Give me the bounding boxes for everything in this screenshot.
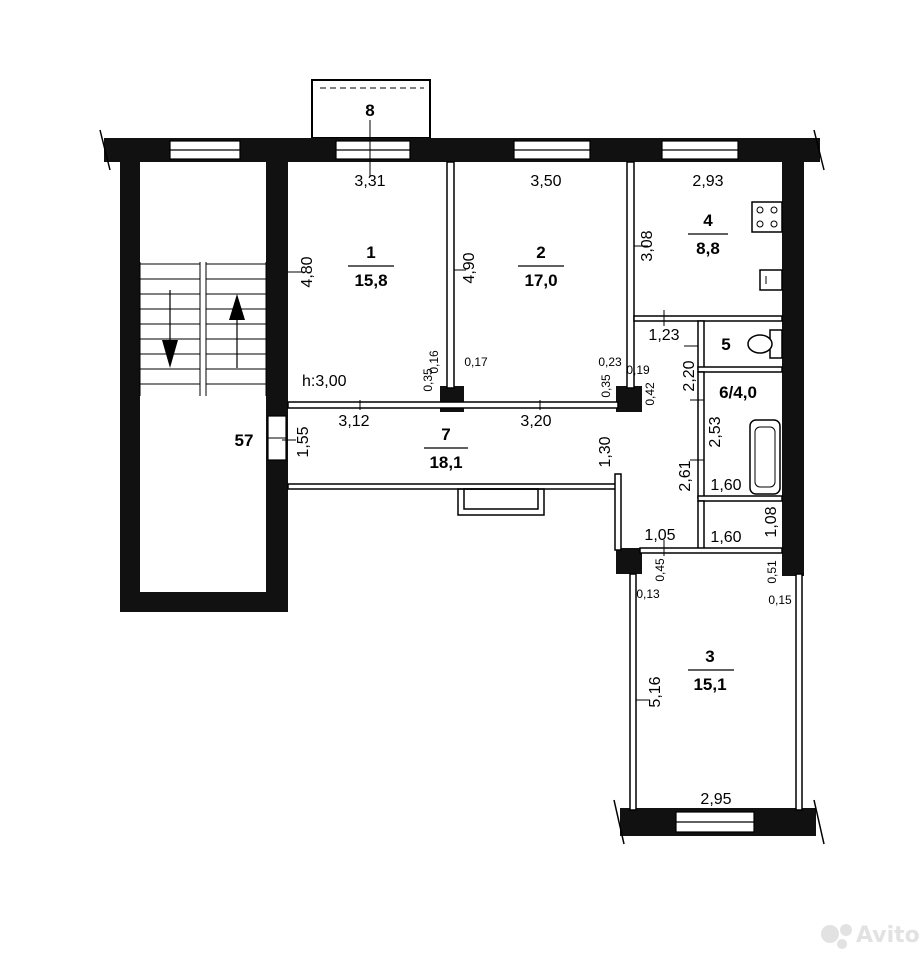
dimension-lines: [282, 120, 704, 701]
room-8-label: 8: [365, 101, 374, 120]
windows: [169, 140, 755, 833]
room-6-label: 6/4,0: [719, 383, 757, 402]
avito-watermark: Avito: [821, 923, 920, 949]
room-7-label: 7 18,1: [424, 425, 468, 472]
room-1-label: 1 15,8: [348, 243, 394, 290]
balcony: [311, 79, 431, 139]
svg-text:17,0: 17,0: [524, 271, 557, 290]
dim-wall-013: 0,13: [636, 587, 660, 601]
room-2-label: 2 17,0: [518, 243, 564, 290]
svg-text:18,1: 18,1: [429, 453, 462, 472]
dim-room4-width: 2,93: [692, 173, 723, 190]
dim-corridor-right: 1,30: [597, 436, 614, 467]
dim-room3-width: 2,95: [700, 791, 731, 808]
svg-text:3: 3: [705, 647, 714, 666]
svg-text:2: 2: [536, 243, 545, 262]
svg-text:1: 1: [366, 243, 375, 262]
dim-wall-017: 0,17: [464, 355, 488, 369]
room-5-label: 5: [721, 335, 730, 354]
svg-text:Avito: Avito: [856, 923, 920, 948]
svg-text:15,1: 15,1: [693, 675, 726, 694]
room-57-label: 57: [235, 431, 254, 450]
dim-wall-042: 0,42: [643, 382, 657, 406]
room-4-label: 4 8,8: [688, 211, 728, 258]
dim-small-height: 1,08: [763, 506, 780, 537]
stove-icon: [751, 201, 783, 233]
dim-room1-width: 3,31: [354, 173, 385, 190]
dim-wall-035a: 0,35: [421, 368, 435, 392]
dim-wall-016: 0,16: [427, 350, 441, 374]
ceiling-height: h:3,00: [302, 373, 347, 390]
corridor-niche: [457, 488, 545, 516]
dim-room2-height: 4,90: [461, 252, 478, 283]
dim-wall-015: 0,15: [768, 593, 792, 607]
dim-bath-height: 2,53: [707, 416, 724, 447]
dim-wall-019: 0,19: [626, 363, 650, 377]
svg-text:8,8: 8,8: [696, 239, 720, 258]
svg-text:7: 7: [441, 425, 450, 444]
dim-small-width: 1,60: [710, 529, 741, 546]
dim-room4-height: 3,08: [639, 230, 656, 261]
wall-break-marks: [99, 129, 825, 845]
dim-corridor-b: 3,20: [520, 413, 551, 430]
room-3-label: 3 15,1: [688, 647, 734, 694]
dim-room2-width: 3,50: [530, 173, 561, 190]
dim-hall-top: 1,23: [648, 327, 679, 344]
stair-arrows: [162, 290, 245, 368]
dim-wall-023: 0,23: [598, 355, 622, 369]
stairs: [140, 262, 266, 396]
bathtub-icon: [749, 419, 781, 495]
dim-corridor-a: 3,12: [338, 413, 369, 430]
dim-bath-width: 1,60: [710, 477, 741, 494]
dim-passage: 1,05: [644, 527, 675, 544]
dim-wall-051: 0,51: [765, 560, 779, 584]
sink-icon: [759, 269, 783, 291]
entrance-door: [267, 415, 287, 461]
dim-room1-height: 4,80: [299, 256, 316, 287]
svg-text:15,8: 15,8: [354, 271, 387, 290]
toilet-icon: [747, 329, 783, 359]
dim-corridor-left: 1,55: [295, 426, 312, 457]
svg-text:4: 4: [703, 211, 713, 230]
dim-wall-045: 0,45: [653, 558, 667, 582]
dim-hall-lower: 2,61: [677, 460, 694, 491]
dim-hall-height: 2,20: [681, 360, 698, 391]
dim-wall-035b: 0,35: [599, 374, 613, 398]
dim-room3-height: 5,16: [647, 676, 664, 707]
partitions: [287, 161, 803, 811]
